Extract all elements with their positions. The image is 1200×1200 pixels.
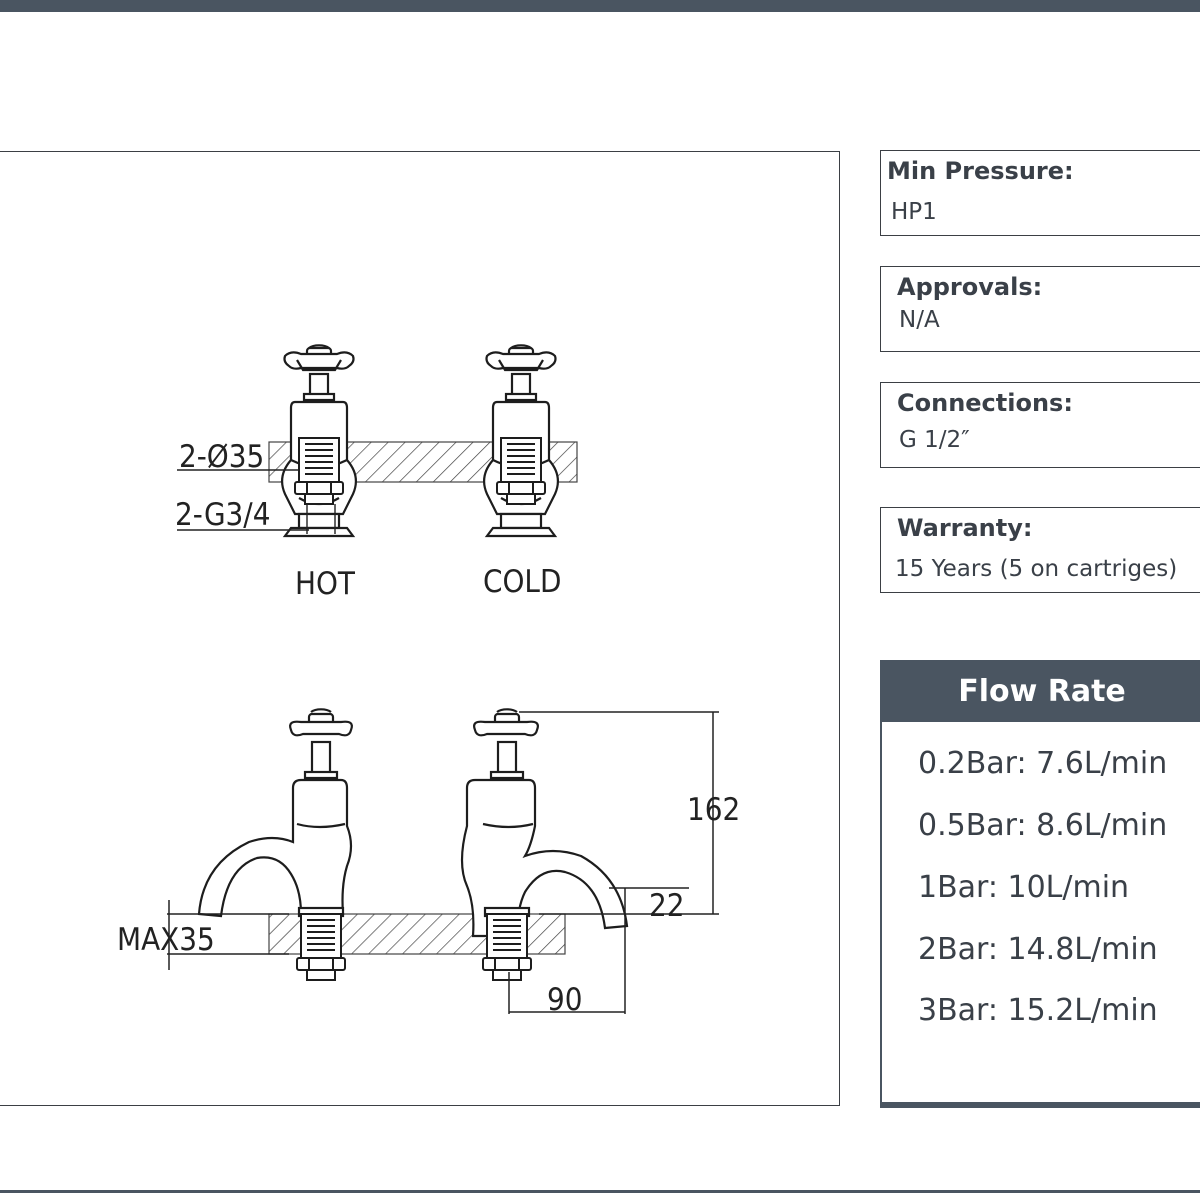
hot-side-tap-icon: [197, 708, 353, 918]
spec-value: G 1/2″: [899, 427, 970, 453]
technical-drawing: 2-Ø35 2-G3/4 HOT COLD: [0, 151, 840, 1106]
spec-min-pressure: Min Pressure: HP1: [880, 150, 1200, 236]
spec-connections: Connections: G 1/2″: [880, 382, 1200, 468]
spec-value: N/A: [899, 307, 940, 333]
flow-rate-item: 3Bar: 15.2L/min: [918, 993, 1158, 1028]
spec-warranty: Warranty: 15 Years (5 on cartriges): [880, 507, 1200, 593]
hot-label: HOT: [295, 566, 356, 602]
spec-label: Approvals:: [897, 273, 1043, 301]
spout-height-dimension: 22: [649, 888, 684, 924]
max-thickness-label: MAX35: [117, 922, 215, 958]
thread-size-label: 2-G3/4: [175, 497, 270, 533]
hot-side-shank-icon: [296, 913, 346, 981]
spec-label: Connections:: [897, 389, 1073, 417]
flow-rate-footer-bar: [882, 1102, 1200, 1108]
flow-rate-item: 0.5Bar: 8.6L/min: [918, 808, 1168, 843]
dimension-lines: [167, 711, 719, 1014]
cold-shank-icon: [496, 437, 546, 505]
spec-label: Min Pressure:: [887, 157, 1074, 185]
spec-label: Warranty:: [897, 514, 1033, 542]
reach-dimension: 90: [547, 982, 582, 1018]
flow-rate-item: 2Bar: 14.8L/min: [918, 932, 1158, 967]
drawing-svg: 2-Ø35 2-G3/4 HOT COLD: [117, 344, 740, 1018]
bottom-rule: [0, 1190, 1200, 1193]
flow-rate-panel: Flow Rate 0.2Bar: 7.6L/min 0.5Bar: 8.6L/…: [880, 660, 1200, 1108]
hot-shank-icon: [294, 437, 344, 505]
flow-rate-item: 0.2Bar: 7.6L/min: [918, 746, 1168, 781]
top-bar: [0, 0, 1200, 12]
spec-value: HP1: [891, 199, 937, 225]
hole-size-label: 2-Ø35: [179, 439, 264, 475]
cold-side-shank-icon: [482, 913, 532, 981]
height-dimension: 162: [687, 792, 740, 828]
cold-side-tap-icon: [460, 708, 629, 938]
spec-approvals: Approvals: N/A: [880, 266, 1200, 352]
spec-value: 15 Years (5 on cartriges): [895, 556, 1178, 582]
cold-label: COLD: [483, 564, 561, 600]
flow-rate-item: 1Bar: 10L/min: [918, 870, 1130, 905]
flow-rate-title: Flow Rate: [882, 660, 1200, 722]
